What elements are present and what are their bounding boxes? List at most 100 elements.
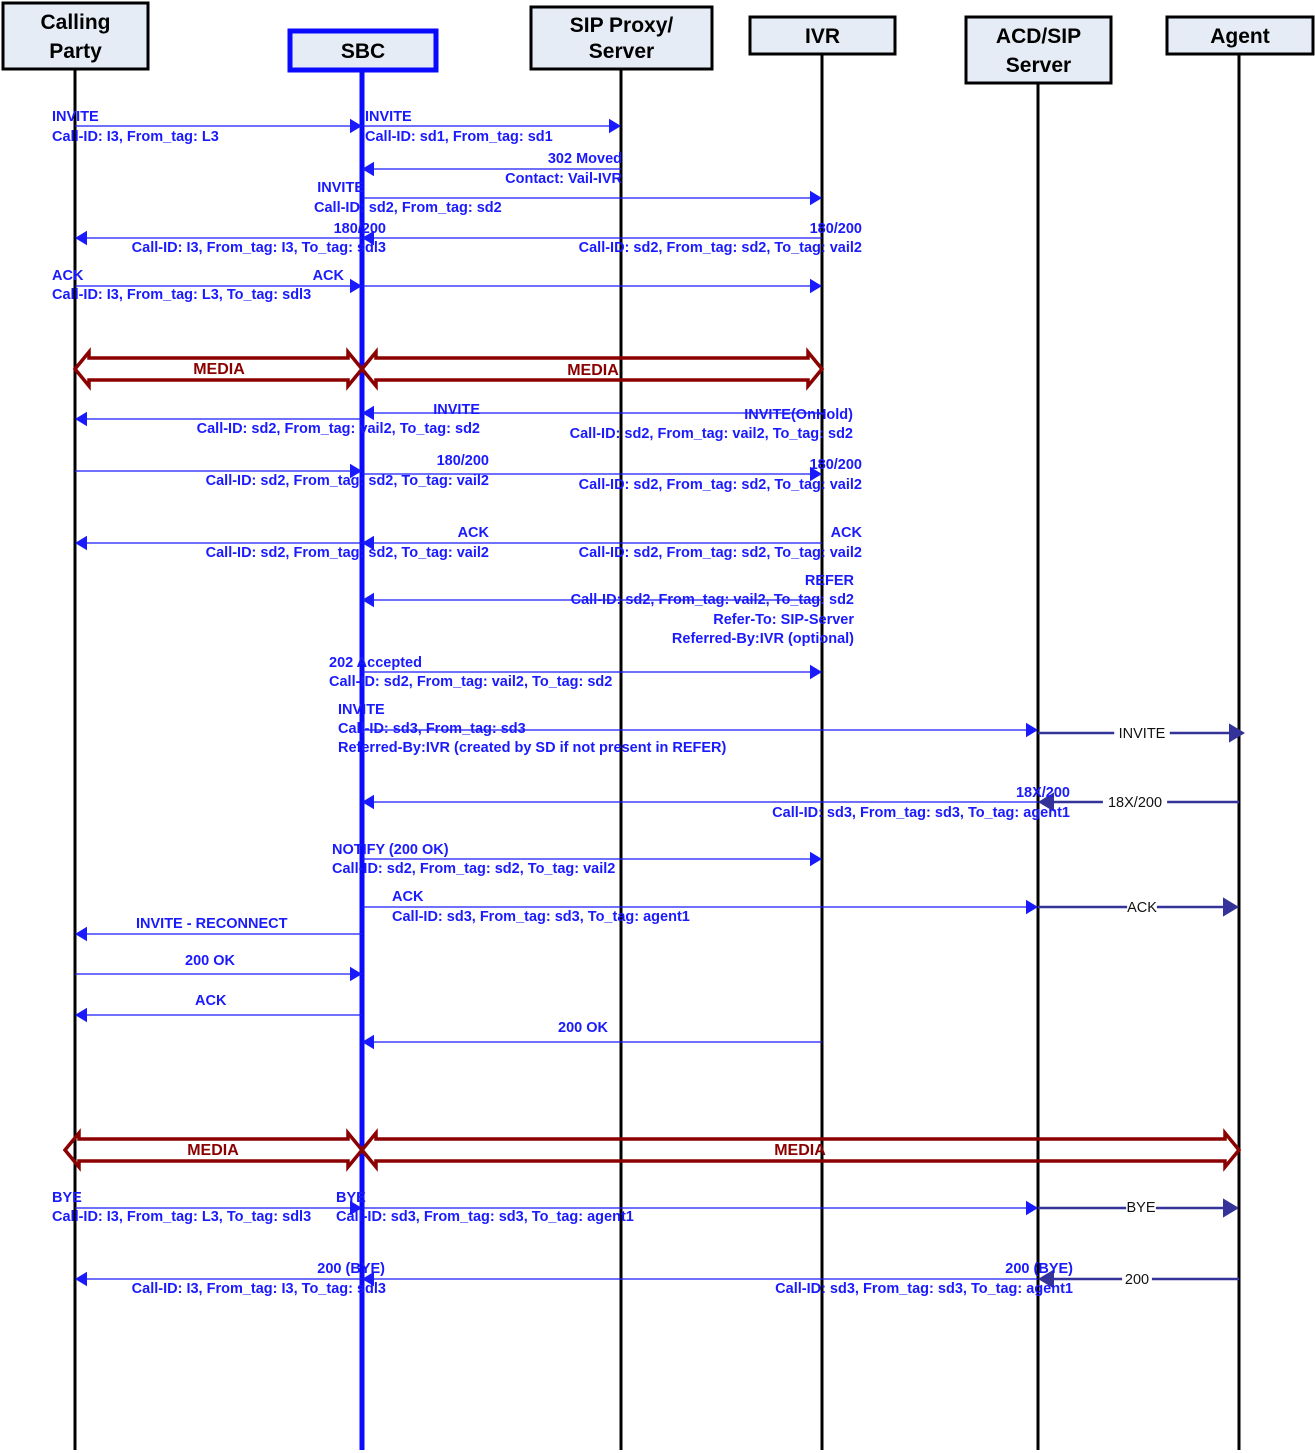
message-label: 302 Moved (548, 151, 622, 167)
label-background (1102, 794, 1168, 810)
label-background (1126, 1199, 1156, 1215)
message-label: INVITE (338, 702, 385, 718)
message-label: Call-ID: sd3, From_tag: sd3, To_tag: age… (772, 805, 1070, 821)
message-arrow (362, 535, 822, 551)
message-label: INVITE (365, 109, 412, 125)
participant-sbc: SBC (287, 28, 439, 73)
message-label: Call-ID: sd3, From_tag: sd3, To_tag: age… (392, 909, 690, 925)
message-label: ACK (1127, 900, 1157, 916)
media-stream (359, 1128, 1242, 1172)
message-arrow (75, 1007, 362, 1023)
participant-box (1, 1, 150, 71)
participant-label: Server (589, 40, 654, 63)
message-label: 180/200 (810, 457, 862, 473)
message-label: Call-ID: I3, From_tag: L3, To_tag: sdl3 (52, 1209, 311, 1225)
message-label: Call-ID: sd2, From_tag: sd2 (314, 200, 502, 216)
arrowhead (1038, 1269, 1054, 1289)
message-label: Call-ID: sd2, From_tag: sd2, To_tag: vai… (332, 861, 615, 877)
message-label: ACK (392, 889, 424, 905)
message-label: 18X/200 (1016, 785, 1070, 801)
participant-label: Agent (1210, 25, 1270, 48)
message-arrow (362, 1200, 1038, 1216)
message-arrow (362, 118, 621, 134)
participant-label: Server (1006, 54, 1071, 77)
participant-label: SBC (341, 40, 385, 63)
message-label: 202 Accepted (329, 655, 422, 671)
message-label: Call-ID: sd2, From_tag: sd2, To_tag: vai… (206, 545, 489, 561)
media-label: MEDIA (193, 361, 245, 378)
participant-box (748, 15, 897, 56)
arrowhead (609, 118, 621, 134)
message-label: BYE (1126, 1200, 1155, 1216)
message-label: Contact: Vail-IVR (505, 171, 622, 187)
message-arrow (75, 926, 362, 942)
arrowhead (1026, 899, 1038, 915)
message-label: REFER (805, 573, 855, 589)
message-label: Call-ID: I3, From_tag: I3, To_tag: sdl3 (132, 240, 386, 256)
arrowhead (1229, 723, 1245, 743)
message-arrow (362, 1034, 822, 1050)
arrowhead (75, 230, 87, 246)
message-arrow (75, 230, 362, 246)
message-label: INVITE (433, 402, 480, 418)
arrowhead (362, 592, 374, 608)
participant-box (964, 15, 1113, 85)
media-label: MEDIA (774, 1142, 826, 1159)
message-arrow (362, 722, 1038, 738)
message-arrow (362, 278, 822, 294)
message-label: Call-ID: sd2, From_tag: vail2, To_tag: s… (570, 426, 853, 442)
participant-label: ACD/SIP (996, 25, 1081, 48)
label-background (1127, 899, 1157, 915)
arrowhead (1038, 792, 1054, 812)
message-label: 18X/200 (1108, 795, 1162, 811)
arrowhead (75, 411, 87, 427)
message-label: Call-ID: sd2, From_tag: sd2, To_tag: vai… (579, 240, 862, 256)
media-stream (359, 347, 825, 391)
participant-agent: Agent (1165, 15, 1315, 56)
message-label: ACK (313, 268, 345, 284)
arrowhead (1026, 722, 1038, 738)
message-label: INVITE (52, 109, 99, 125)
message-label: ACK (831, 525, 863, 541)
message-label: INVITE(OnHold) (744, 407, 853, 423)
message-label: 200 (BYE) (317, 1261, 385, 1277)
message-arrow (362, 190, 822, 206)
message-label: ACK (458, 525, 490, 541)
message-arrow (75, 1271, 362, 1287)
message-label: Call-ID: sd3, From_tag: sd3 (338, 721, 526, 737)
message-arrow (362, 899, 1038, 915)
message-label: Call-ID: sd3, From_tag: sd3, To_tag: age… (336, 1209, 634, 1225)
arrowhead (350, 278, 362, 294)
participant-label: Calling (40, 11, 110, 34)
arrowhead (350, 1200, 362, 1216)
message-arrow (75, 1200, 362, 1216)
label-background (1122, 1271, 1152, 1287)
message-label: 180/200 (437, 453, 489, 469)
message-arrow (75, 411, 362, 427)
message-arrow (75, 535, 362, 551)
message-arrow (362, 664, 822, 680)
message-label: Call-ID: sd2, From_tag: sd2, To_tag: vai… (206, 473, 489, 489)
message-label: 200 OK (185, 953, 235, 969)
message-arrow (362, 405, 822, 421)
message-arrow (75, 463, 362, 479)
arrowhead (362, 405, 374, 421)
message-label: INVITE (317, 180, 364, 196)
participant-sip: SIP Proxy/Server (529, 5, 714, 71)
participant-box (1165, 15, 1315, 56)
participant-label: IVR (805, 25, 840, 48)
participant-box (287, 28, 439, 73)
message-label: Referred-By:IVR (optional) (672, 631, 854, 647)
media-label: MEDIA (567, 362, 619, 379)
message-label: 200 (BYE) (1005, 1261, 1073, 1277)
arrowhead (810, 278, 822, 294)
message-label: Call-ID: sd2, From_tag: vail2, To_tag: s… (571, 592, 854, 608)
message-label: Refer-To: SIP-Server (713, 612, 854, 628)
arrowhead (1223, 897, 1239, 917)
arrowhead (75, 1007, 87, 1023)
message-label: Call-ID: I3, From_tag: L3 (52, 129, 219, 145)
arrowhead (75, 535, 87, 551)
arrowhead (1223, 1198, 1239, 1218)
message-label: 180/200 (810, 221, 862, 237)
